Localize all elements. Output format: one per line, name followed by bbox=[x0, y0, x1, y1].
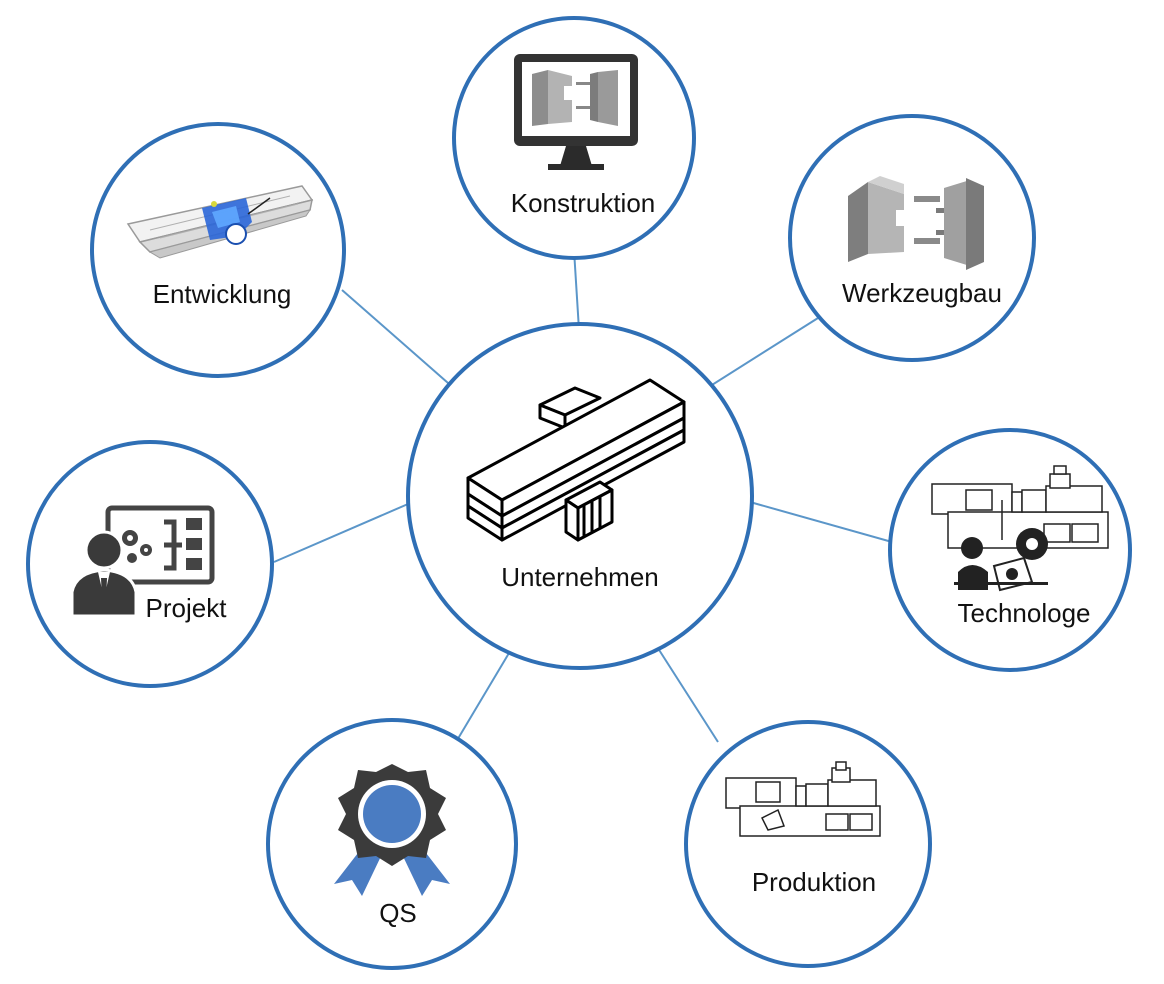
node-qs[interactable]: QS bbox=[266, 718, 518, 970]
node-circle bbox=[90, 122, 346, 378]
node-label-produktion: Produktion bbox=[752, 867, 876, 897]
node-unternehmen[interactable]: Unternehmen bbox=[406, 322, 754, 670]
monitor-mold-icon bbox=[514, 54, 638, 170]
connectors bbox=[273, 249, 893, 743]
mold-tool-icon bbox=[848, 176, 984, 270]
node-label-qs: QS bbox=[379, 898, 417, 928]
injection-machine-icon bbox=[725, 761, 881, 837]
connector-produktion bbox=[653, 641, 719, 743]
node-circle bbox=[684, 720, 932, 968]
quality-badge-icon bbox=[334, 764, 450, 896]
project-manager-icon bbox=[70, 505, 215, 618]
factory-building-icon bbox=[466, 378, 686, 542]
node-label-technologe: Technologe bbox=[958, 598, 1091, 628]
node-label-entwicklung: Entwicklung bbox=[153, 279, 292, 309]
node-projekt[interactable]: Projekt bbox=[26, 440, 274, 688]
connector-qs bbox=[455, 647, 513, 743]
connector-projekt bbox=[273, 503, 409, 563]
node-entwicklung[interactable]: Entwicklung bbox=[90, 122, 346, 378]
node-konstruktion[interactable]: Konstruktion bbox=[452, 16, 696, 260]
node-label-werkzeugbau: Werkzeugbau bbox=[842, 278, 1002, 308]
connector-technologe bbox=[749, 501, 893, 543]
simulation-part-icon bbox=[126, 185, 314, 259]
connector-entwicklung bbox=[341, 289, 457, 391]
node-circle bbox=[888, 428, 1132, 672]
connector-werkzeugbau bbox=[703, 317, 819, 391]
node-werkzeugbau[interactable]: Werkzeugbau bbox=[788, 114, 1036, 362]
node-label-konstruktion: Konstruktion bbox=[511, 188, 656, 218]
node-technologe[interactable]: Technologe bbox=[888, 428, 1132, 672]
node-produktion[interactable]: Produktion bbox=[684, 720, 932, 968]
node-circle bbox=[788, 114, 1036, 362]
node-label-projekt: Projekt bbox=[146, 593, 228, 623]
technologist-person-icon bbox=[954, 528, 1048, 592]
center-label: Unternehmen bbox=[501, 562, 659, 592]
